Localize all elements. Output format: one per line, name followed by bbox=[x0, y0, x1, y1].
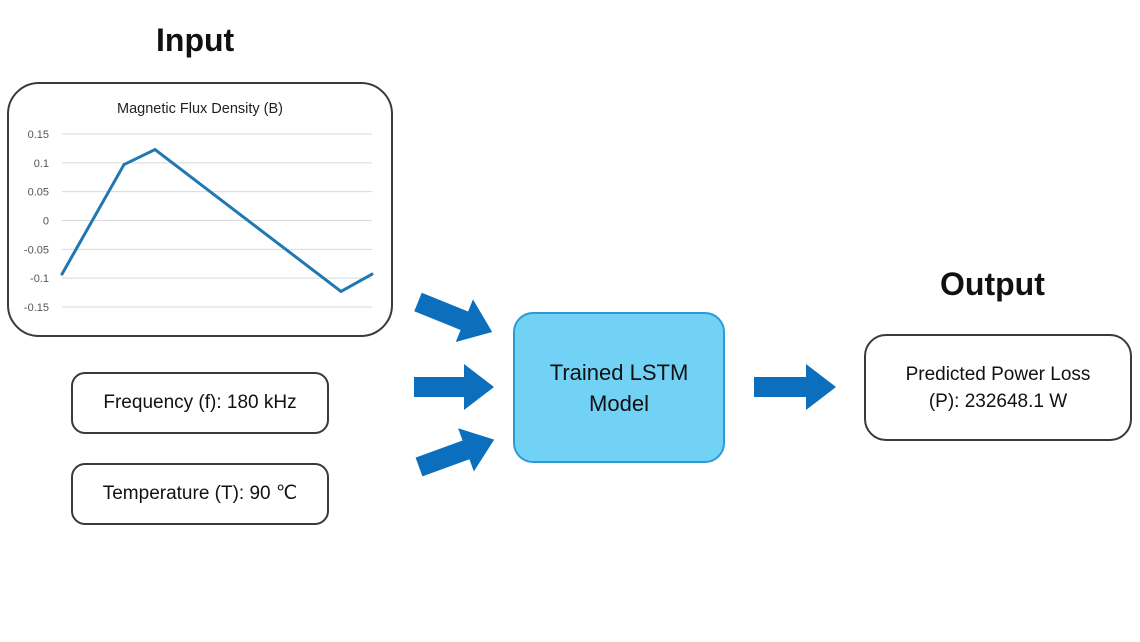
y-tick-label: 0.15 bbox=[28, 129, 49, 141]
lstm-model-box: Trained LSTM Model bbox=[513, 312, 725, 463]
temperature-label: Temperature (T): 90 ℃ bbox=[102, 483, 298, 504]
frequency-input-box: Frequency (f): 180 kHz bbox=[71, 372, 329, 434]
temperature-input-box: Temperature (T): 90 ℃ bbox=[71, 463, 329, 525]
y-tick-label: 0.05 bbox=[28, 187, 49, 199]
arrow-chart-to-model-icon bbox=[414, 292, 493, 343]
series-point bbox=[60, 272, 64, 276]
predicted-output-box: Predicted Power Loss (P): 232648.1 W bbox=[864, 334, 1132, 441]
model-label: Trained LSTM Model bbox=[549, 359, 689, 416]
y-tick-label: -0.05 bbox=[24, 244, 49, 256]
series-point bbox=[122, 163, 126, 167]
predicted-power-loss-label: Predicted Power Loss (P): 232648.1 W bbox=[905, 363, 1091, 412]
frequency-label: Frequency (f): 180 kHz bbox=[103, 392, 297, 413]
series-point bbox=[339, 289, 343, 293]
y-tick-label: 0 bbox=[43, 216, 49, 228]
arrow-model-to-output-icon bbox=[754, 364, 836, 410]
y-tick-label: -0.15 bbox=[24, 302, 49, 314]
output-heading: Output bbox=[940, 266, 1045, 302]
input-heading: Input bbox=[156, 22, 235, 58]
arrow-frequency-to-model-icon bbox=[414, 364, 494, 410]
chart-title: Magnetic Flux Density (B) bbox=[117, 101, 283, 117]
series-point bbox=[370, 272, 374, 276]
y-tick-label: -0.1 bbox=[30, 273, 49, 285]
series-point bbox=[153, 148, 157, 152]
arrow-temperature-to-model-icon bbox=[415, 428, 495, 477]
flux-density-chart-panel bbox=[7, 82, 393, 337]
flux-density-chart: Magnetic Flux Density (B) 0.15 0.1 0.05 0 -0… bbox=[24, 101, 374, 314]
y-tick-label: 0.1 bbox=[34, 158, 49, 170]
